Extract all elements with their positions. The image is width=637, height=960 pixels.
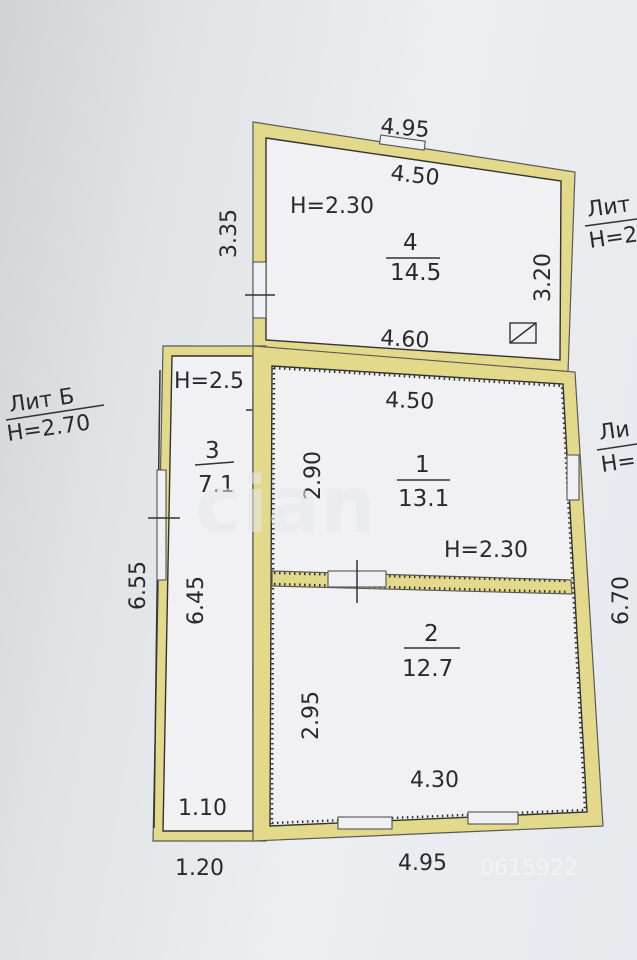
room-4-number: 4: [403, 230, 418, 256]
dim-r1-left: 2.90: [301, 451, 326, 500]
room-3-number: 3: [205, 438, 220, 464]
dim-r4-bottom: 4.60: [380, 326, 430, 354]
window-r3-left: [156, 469, 167, 581]
dim-r2-left: 2.95: [299, 691, 324, 740]
right-lit-mid-name: Ли: [597, 417, 631, 446]
right-lit-mid-height: Н=: [599, 448, 637, 478]
window-top: [378, 134, 426, 151]
room-4-label: Н=2.30 4 14.5: [290, 194, 441, 286]
dim-r2-bottom: 4.30: [410, 768, 459, 793]
dim-right-outer: 6.70: [609, 576, 634, 625]
room-1-number: 1: [415, 452, 430, 478]
room-2-area: 12.7: [402, 656, 453, 682]
room-3-label: Н=2.5 3 7.1: [174, 369, 244, 498]
dim-r1-top: 4.50: [385, 388, 435, 415]
right-lit-top-name: Лит: [585, 192, 632, 223]
dim-r4-left: 3.35: [217, 209, 242, 258]
dim-left-inner: 6.45: [184, 576, 209, 625]
room-4: [245, 121, 576, 374]
watermark-logo: cian: [195, 461, 376, 551]
dim-top-outer: 4.95: [379, 114, 430, 143]
dimensions: 4.95 4.50 3.35 3.20 4.60 4.50 2.90 6.55 …: [126, 114, 634, 881]
room-3-area: 7.1: [198, 472, 235, 498]
dim-r4-right: 3.20: [531, 253, 556, 302]
room-3-height: Н=2.5: [174, 369, 244, 394]
window-bottom-2: [467, 811, 519, 825]
dim-bottom-left-inner: 1.10: [178, 796, 227, 821]
dim-bottom-outer: 4.95: [398, 851, 447, 876]
room-2-height: Н=2.30: [444, 538, 528, 563]
door-left-r4: [252, 261, 267, 319]
room-1-area: 13.1: [398, 486, 449, 512]
right-edge-labels: Лит Н=2 Ли Н=: [584, 192, 637, 478]
room-4-area: 14.5: [390, 260, 441, 286]
window-bottom-1: [337, 816, 393, 830]
window-right: [566, 454, 580, 501]
lit-b-label: Лит Б Н=2.70: [5, 384, 105, 447]
room-2-number: 2: [424, 621, 439, 647]
room-1-label: 1 13.1: [397, 452, 450, 512]
dim-top-inner: 4.50: [389, 161, 440, 191]
right-lit-top-height: Н=2: [587, 222, 637, 254]
rooms-1-2: [252, 345, 604, 842]
watermark-id: 0615922: [480, 856, 578, 881]
room-2-label: Н=2.30 2 12.7: [402, 538, 528, 682]
watermark: cian 0615922: [195, 461, 578, 881]
dim-left-outer: 6.55: [126, 561, 151, 610]
room-4-height: Н=2.30: [290, 194, 374, 219]
vent-icon: [509, 322, 537, 344]
dim-bottom-left-outer: 1.20: [175, 856, 224, 881]
